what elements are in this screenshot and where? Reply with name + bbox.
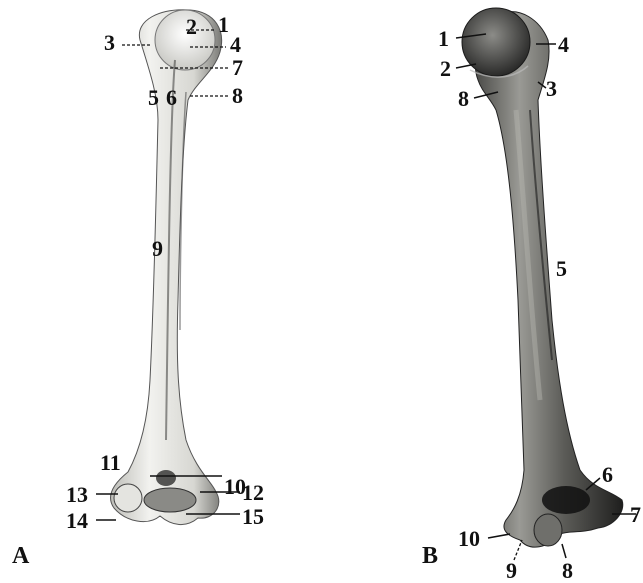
label-b-8-top: 8 bbox=[458, 86, 469, 111]
label-b-10: 10 bbox=[458, 526, 480, 551]
label-a-3: 3 bbox=[104, 30, 115, 55]
humerus-a-capitulum bbox=[114, 484, 142, 512]
humerus-a-head bbox=[155, 10, 215, 70]
humerus-a-fossa bbox=[156, 470, 176, 486]
label-b-1: 1 bbox=[438, 26, 449, 51]
label-a-7: 7 bbox=[232, 55, 243, 80]
label-b-7: 7 bbox=[630, 502, 641, 527]
label-a-2: 2 bbox=[186, 14, 197, 39]
label-a-14: 14 bbox=[66, 508, 88, 533]
label-a-15: 15 bbox=[242, 504, 264, 529]
humerus-b-head bbox=[462, 8, 530, 76]
label-b-9: 9 bbox=[506, 558, 517, 583]
label-a-11: 11 bbox=[100, 450, 121, 475]
label-b-6: 6 bbox=[602, 462, 613, 487]
label-b-8-bottom: 8 bbox=[562, 558, 573, 583]
humerus-b-olecranon-fossa bbox=[542, 486, 590, 514]
label-b-3: 3 bbox=[546, 76, 557, 101]
humerus-posterior-view bbox=[462, 8, 623, 547]
panel-letter-b: B bbox=[422, 543, 438, 569]
label-b-2: 2 bbox=[440, 56, 451, 81]
humerus-b-trochlea bbox=[534, 514, 562, 546]
label-a-5: 5 bbox=[148, 85, 159, 110]
label-b-4: 4 bbox=[558, 32, 569, 57]
panel-letter-a: A bbox=[12, 543, 30, 569]
label-a-9: 9 bbox=[152, 236, 163, 261]
label-a-8: 8 bbox=[232, 83, 243, 108]
label-a-6: 6 bbox=[166, 85, 177, 110]
label-a-13: 13 bbox=[66, 482, 88, 507]
label-a-1: 1 bbox=[218, 12, 229, 37]
label-a-4: 4 bbox=[230, 32, 241, 57]
humerus-a-trochlea bbox=[144, 488, 196, 512]
label-b-5: 5 bbox=[556, 256, 567, 281]
label-a-12: 12 bbox=[242, 480, 264, 505]
